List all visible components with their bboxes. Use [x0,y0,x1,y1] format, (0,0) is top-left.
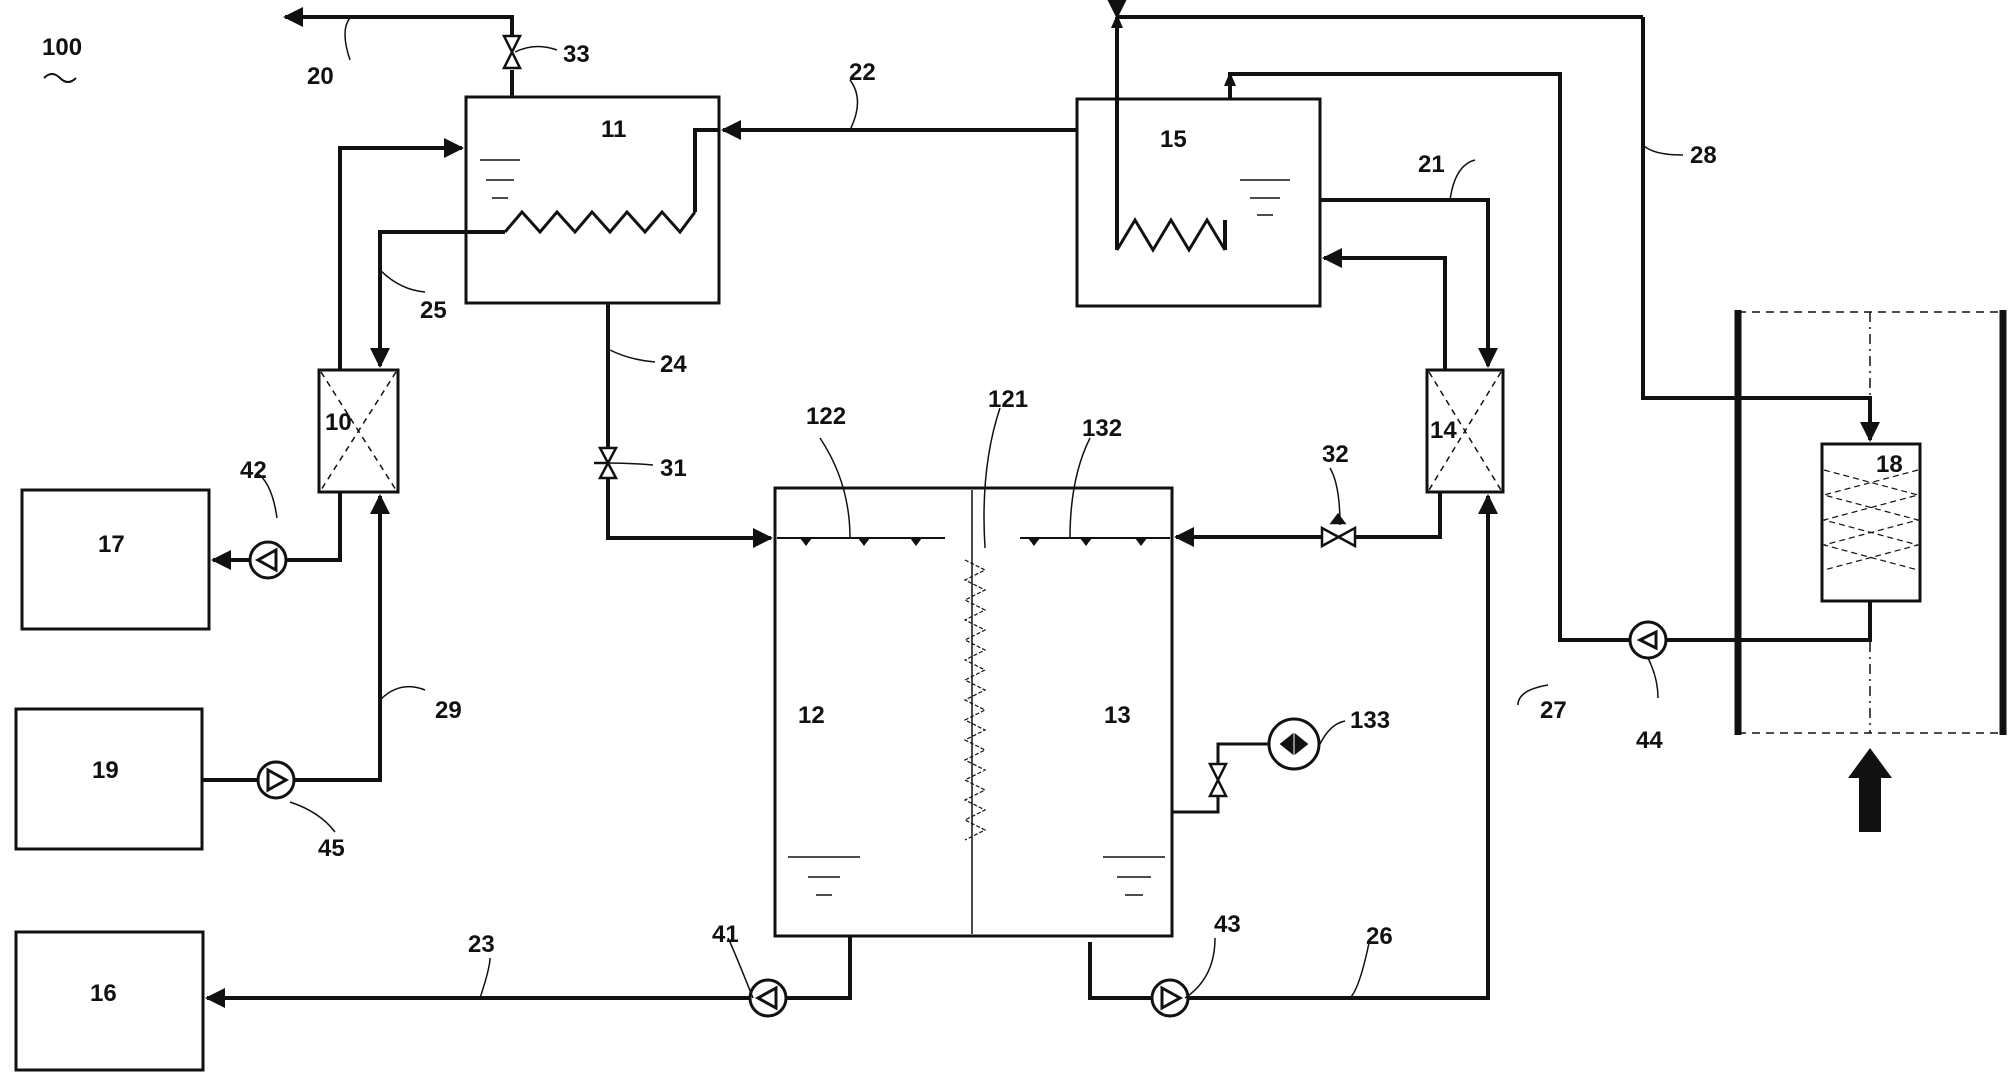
coil-18-zigzag [1821,469,1921,571]
label-16: 16 [90,980,117,1007]
exchanger-14: 14 [1425,368,1505,494]
label-44: 44 [1636,727,1663,754]
label-24: 24 [660,351,687,378]
exchanger-14-body [1425,368,1505,494]
pump-45 [256,760,296,800]
pumps [248,540,1668,1018]
label-41: 41 [712,921,739,948]
label-43: 43 [1214,911,1241,938]
label-32: 32 [1322,441,1349,468]
pump-43 [1150,978,1190,1018]
instrument-133 [1172,717,1321,814]
label-17: 17 [98,531,125,558]
valve-32 [1320,512,1357,549]
label-12: 12 [798,702,825,729]
label-13: 13 [1104,702,1131,729]
label-122: 122 [806,403,846,430]
box-19: 19 [14,707,204,851]
pipe-25 [370,230,505,368]
label-11: 11 [601,116,626,143]
pipe-14-to-15 [1322,248,1447,370]
label-132: 132 [1082,415,1122,442]
label-25: 25 [420,297,447,324]
label-21: 21 [1418,151,1445,178]
label-31: 31 [660,455,687,482]
label-33: 33 [563,41,590,68]
tank-15: 15 [1075,97,1322,308]
spray-nozzles-122 [800,538,922,546]
vessel-12-13: 12 13 [773,486,1174,938]
pump-41 [748,978,788,1018]
label-15: 15 [1160,126,1187,153]
valve-33 [501,34,523,70]
air-duct: 18 [1734,310,2007,832]
valve-133 [1207,762,1229,798]
tank-11: 11 [464,95,721,305]
label-22: 22 [849,59,876,86]
label-14: 14 [1430,417,1457,444]
pump-42 [248,540,288,580]
label-29: 29 [435,697,462,724]
figure-number: 100 [42,34,82,61]
label-10: 10 [325,409,352,436]
tank-11-coil [503,209,697,235]
box-17: 17 [20,488,211,631]
vessel-body [773,486,1174,938]
pipe-10-to-11 [338,138,464,370]
tank-15-coil [1115,217,1227,253]
pipework [202,0,1880,1008]
label-19: 19 [92,757,119,784]
label-18: 18 [1876,451,1903,478]
tank-11-body [464,95,721,305]
pipe-29 [293,494,390,782]
spray-nozzles-132 [1028,538,1147,546]
label-28: 28 [1690,142,1717,169]
label-27: 27 [1540,697,1567,724]
valves [501,34,1357,798]
exchanger-10: 10 [317,368,400,494]
valve-31 [594,446,619,480]
pump-44 [1628,620,1668,660]
exchanger-10-body [317,368,400,494]
tank-15-body [1075,97,1322,308]
figure-tilde [43,73,77,83]
box-16: 16 [14,930,205,1072]
label-133: 133 [1350,707,1390,734]
label-121: 121 [988,386,1028,413]
label-20: 20 [307,63,334,90]
mist-eliminator-121 [963,559,987,841]
pipe-26 [1188,494,1498,1000]
pipe-28 [1641,17,1880,442]
leader-lines [256,17,1684,999]
label-42: 42 [240,457,267,484]
label-26: 26 [1366,923,1393,950]
pipe-20 [283,7,514,36]
airflow-arrow [1848,748,1892,832]
coil-18-body [1820,442,1922,603]
pipe-21 [1320,198,1498,368]
label-45: 45 [318,835,345,862]
label-23: 23 [468,931,495,958]
